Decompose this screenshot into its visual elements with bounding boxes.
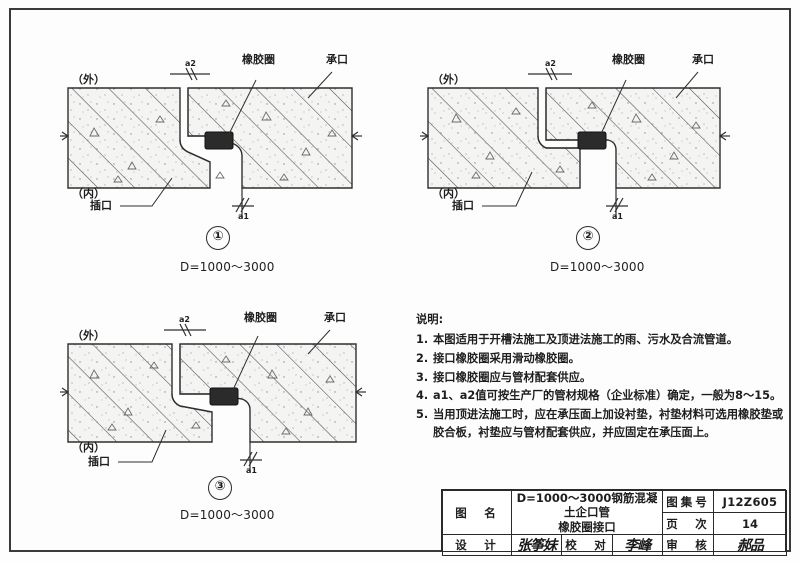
notes-list: 1. 本图适用于开槽法施工及顶进法施工的雨、污水及合流管道。 2. 接口橡胶圈采… — [416, 331, 786, 442]
drawing-name-line2: 橡胶圈接口 — [558, 519, 616, 534]
sheet-border — [9, 8, 791, 552]
note-item: 1. 本图适用于开槽法施工及顶进法施工的雨、污水及合流管道。 — [416, 331, 786, 349]
note-number: 3. — [416, 370, 429, 384]
figure-3-label-socket: 承口 — [324, 311, 346, 324]
figure-1-label-socket: 承口 — [326, 53, 348, 66]
figure-2-caption: D=1000～3000 — [550, 260, 645, 274]
figure-1-dim-a2: a2 — [185, 59, 196, 68]
check-signature-text: 李峰 — [624, 538, 651, 555]
figure-2-label-rubber-ring: 橡胶圈 — [612, 53, 645, 66]
figure-3-label-outer: （外） — [72, 329, 105, 342]
figure-1-caption: D=1000～3000 — [180, 260, 275, 274]
note-number: 4. — [416, 389, 429, 403]
figure-3-label-spigot: 插口 — [88, 455, 110, 468]
review-signature: 郝品 — [713, 534, 787, 557]
check-label: 校 对 — [561, 534, 613, 557]
figure-1-number: ① — [206, 226, 230, 250]
note-text: 本图适用于开槽法施工及顶进法施工的雨、污水及合流管道。 — [433, 332, 739, 346]
note-item: 4. a1、a2值可按生产厂的管材规格（企业标准）确定，一般为8～15。 — [416, 387, 786, 405]
note-item: 3. 接口橡胶圈应与管材配套供应。 — [416, 369, 786, 387]
note-number: 1. — [416, 332, 429, 346]
note-item: 5. 当用顶进法施工时，应在承压面上加设衬垫，衬垫材料可选用橡胶垫或胶合板，衬垫… — [416, 406, 786, 442]
design-signature-text: 张筝妹 — [517, 538, 557, 555]
figure-3-number: ③ — [208, 476, 232, 500]
figure-3-dim-a2: a2 — [179, 315, 190, 324]
figure-3: （外） （内） 橡胶圈 承口 插口 a2 a1 ③ D=1000～3000 — [60, 311, 380, 527]
review-signature-text: 郝品 — [737, 538, 763, 555]
check-signature: 李峰 — [611, 534, 664, 557]
atlas-no-value: J12Z605 — [713, 489, 787, 514]
note-item: 2. 接口橡胶圈采用滑动橡胶圈。 — [416, 350, 786, 368]
notes-heading: 说明: — [416, 313, 444, 326]
figure-3-caption: D=1000～3000 — [180, 508, 275, 522]
figure-2-dim-a1: a1 — [612, 212, 623, 221]
atlas-no-label: 图集号 — [662, 489, 714, 514]
figure-3-label-inner: （内） — [72, 441, 105, 454]
figure-1-label-inner: （内） — [72, 187, 105, 200]
figure-2-label-inner: （内） — [432, 187, 465, 200]
page-value: 14 — [713, 512, 787, 536]
figure-3-label-rubber-ring: 橡胶圈 — [244, 311, 277, 324]
note-number: 5. — [416, 408, 429, 422]
figure-2-number: ② — [576, 226, 600, 250]
drawing-name-label: 图 名 — [442, 489, 512, 536]
drawing-name-value: D=1000～3000钢筋混凝土企口管 橡胶圈接口 — [511, 489, 663, 536]
figure-2-label-spigot: 插口 — [452, 199, 474, 212]
figure-1-label-rubber-ring: 橡胶圈 — [242, 53, 275, 66]
title-block: 图 名 D=1000～3000钢筋混凝土企口管 橡胶圈接口 图集号 J12Z60… — [441, 489, 787, 557]
note-number: 2. — [416, 351, 429, 365]
note-text: a1、a2值可按生产厂的管材规格（企业标准）确定，一般为8～15。 — [433, 389, 782, 403]
design-signature: 张筝妹 — [510, 534, 563, 557]
note-text: 接口橡胶圈采用滑动橡胶圈。 — [433, 351, 580, 365]
figure-2-dim-a2: a2 — [545, 59, 556, 68]
note-text: 接口橡胶圈应与管材配套供应。 — [433, 370, 592, 384]
figure-3-dim-a1: a1 — [246, 466, 257, 475]
figure-1: （外） （内） 橡胶圈 承口 插口 a2 a1 ① D=1000～3000 — [60, 40, 370, 280]
figure-1-label-spigot: 插口 — [90, 199, 112, 212]
figure-2: （外） （内） 橡胶圈 承口 插口 a2 a1 ② D=1000～3000 — [420, 40, 740, 280]
note-text: 当用顶进法施工时，应在承压面上加设衬垫，衬垫材料可选用橡胶垫或胶合板，衬垫应与管… — [433, 408, 784, 440]
figure-1-dim-a1: a1 — [238, 212, 249, 221]
review-label: 审 核 — [662, 534, 714, 557]
notes-block: 说明: 1. 本图适用于开槽法施工及顶进法施工的雨、污水及合流管道。 2. 接口… — [416, 311, 786, 443]
figure-2-label-socket: 承口 — [692, 53, 714, 66]
figure-1-label-outer: （外） — [72, 73, 105, 86]
design-label: 设 计 — [442, 534, 512, 557]
figure-2-label-outer: （外） — [432, 73, 465, 86]
page-label: 页 次 — [662, 512, 714, 536]
drawing-name-line1: D=1000～3000钢筋混凝土企口管 — [516, 491, 658, 520]
